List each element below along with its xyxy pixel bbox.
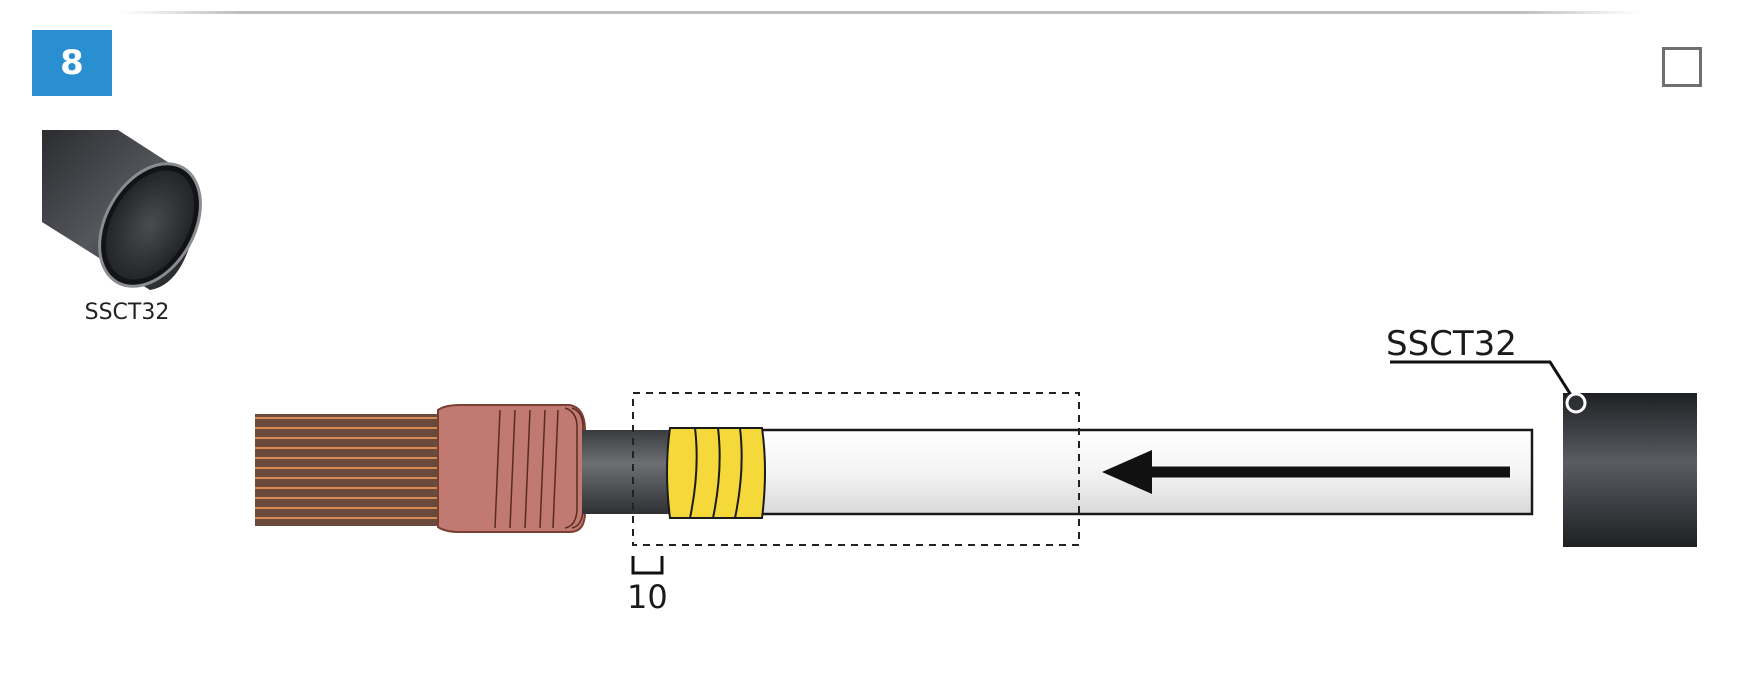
- callout-label: SSCT32: [1386, 324, 1517, 364]
- heat-shrink-tube: [1563, 393, 1697, 547]
- dashed-region: [632, 392, 1080, 546]
- heat-shrink-tube-icon: [42, 130, 202, 290]
- part-caption: SSCT32: [84, 300, 170, 325]
- cable-sheath: [582, 430, 672, 514]
- step-complete-checkbox[interactable]: [1662, 47, 1702, 87]
- wire-strands: [255, 414, 440, 526]
- yellow-tape: [666, 427, 766, 519]
- slide-direction-arrow: [1102, 450, 1510, 494]
- step-number-badge: 8: [32, 30, 112, 96]
- copper-screen: [437, 404, 586, 533]
- callout-leader: [1390, 360, 1587, 414]
- top-divider: [120, 11, 1640, 14]
- dimension-bracket: [631, 556, 664, 575]
- dimension-label: 10: [627, 578, 668, 616]
